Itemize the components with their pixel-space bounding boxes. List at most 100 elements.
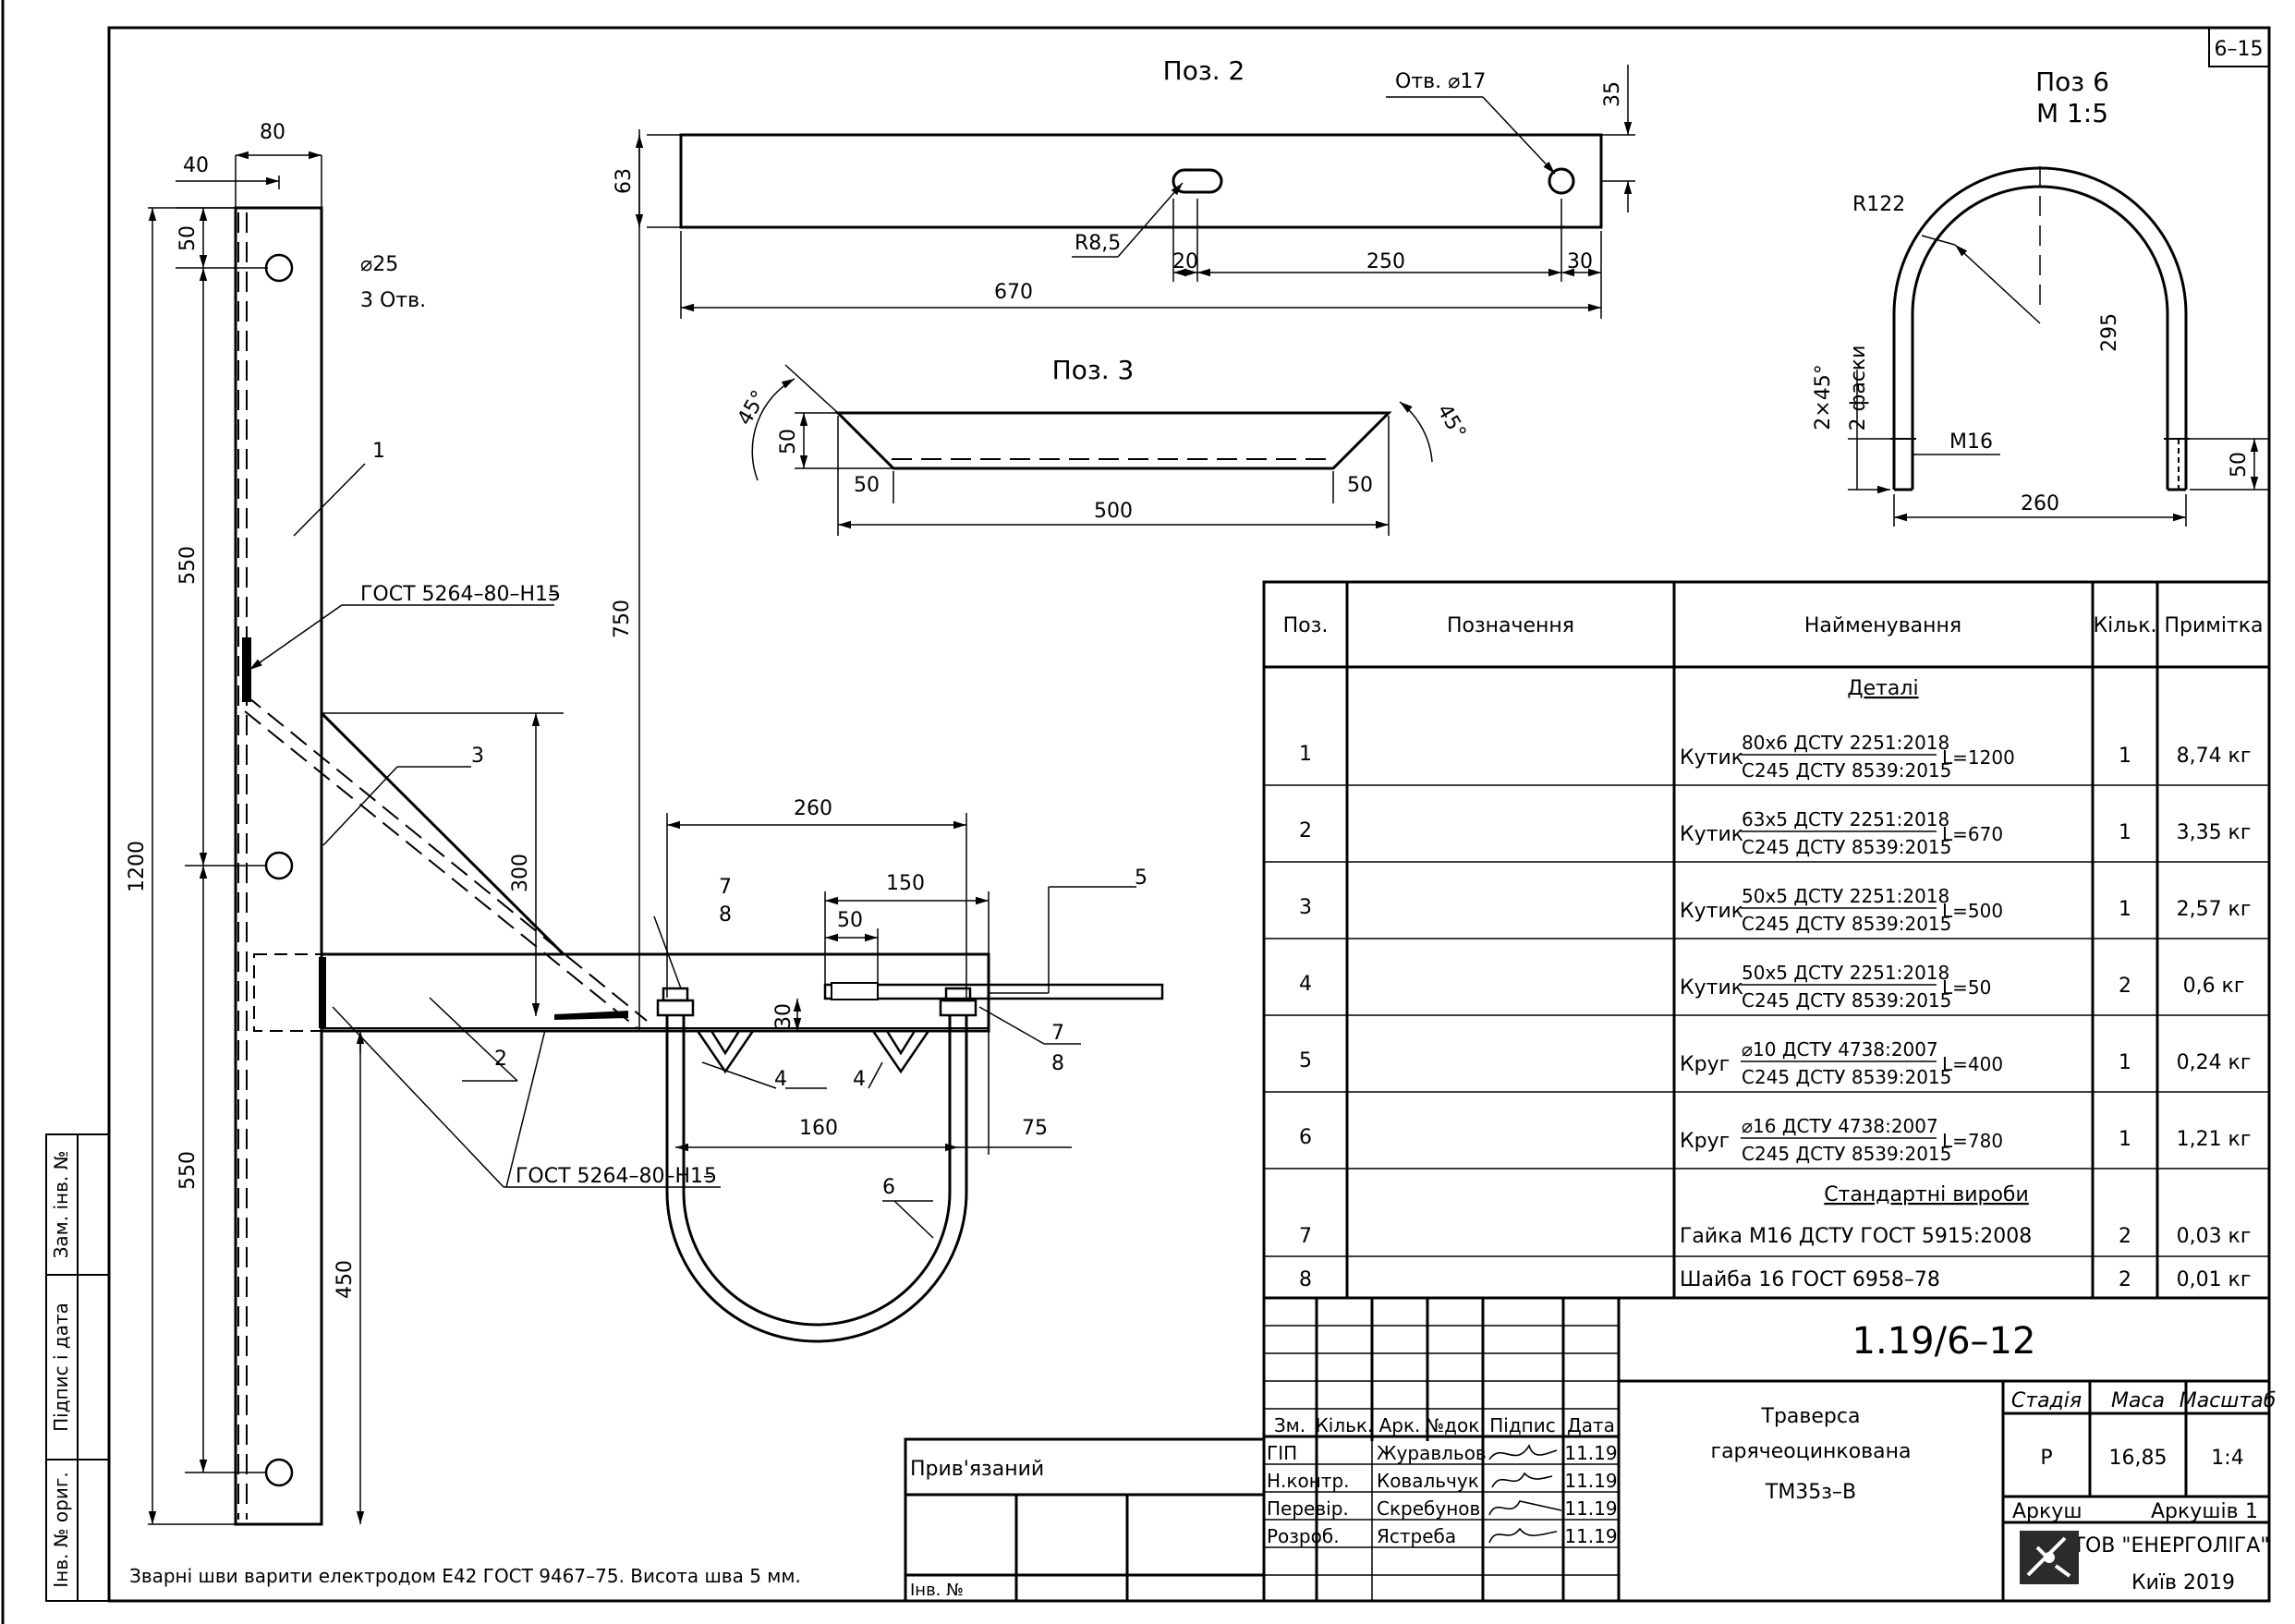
hole-diameter: ⌀25: [360, 253, 398, 276]
tb-person-name: Скребунов: [1377, 1497, 1480, 1520]
spec-header-pos: Поз.: [1283, 614, 1329, 637]
dim-450: 450: [334, 1260, 357, 1299]
dim-160: 160: [799, 1117, 838, 1140]
pos3-dim-50-vert: 50: [777, 429, 800, 454]
spec-row-steel: С245 ДСТУ 8539:2015: [1742, 1143, 1951, 1165]
spec-row-qty: 1: [2119, 898, 2131, 921]
tb-sheets-count: 1: [2245, 1500, 2258, 1523]
side-strip: [45, 1133, 110, 1602]
spec-row-standard: 50х5 ДСТУ 2251:2018: [1742, 885, 1949, 907]
view-pos2: Поз. 2 Отв. ⌀17 35 63 R8,5 20 250 30 670: [613, 55, 1635, 319]
tb-col-sheet: Арк.: [1379, 1414, 1421, 1436]
spec-row-type: Кутик: [1680, 900, 1743, 923]
weld-label-1: ГОСТ 5264–80–Н1–: [360, 583, 558, 606]
pos6-radius: R122: [1852, 193, 1905, 216]
tb-person-date: 11.19: [1564, 1442, 1617, 1464]
spec-row-pos: 4: [1299, 973, 1312, 996]
tb-company: ТОВ "ЕНЕРГОЛІГА": [2072, 1534, 2270, 1557]
company-logo: [2020, 1531, 2079, 1584]
sheet-code-box: [2208, 27, 2270, 67]
spec-section-std: Стандартні вироби: [1824, 1183, 2029, 1206]
pos6-dim-295: 295: [2098, 313, 2121, 352]
pos-label-8b: 8: [1051, 1052, 1064, 1075]
tb-scale-label: Масштаб: [2180, 1389, 2277, 1412]
spec-row-mass: 2,57 кг: [2177, 898, 2252, 921]
spec-row-length: L=670: [1942, 823, 2003, 845]
pos2-dim-250: 250: [1366, 250, 1405, 273]
pos6-chamfer-count: 2 фаски: [1847, 345, 1870, 431]
tb-scale: 1:4: [2211, 1447, 2243, 1470]
signatures: [1488, 1444, 1562, 1544]
tb-sheet-label: Аркуш: [2012, 1500, 2082, 1523]
dim-50-main: 50: [837, 909, 863, 932]
side-label-orig: Інв. № ориг.: [50, 1472, 72, 1587]
footer-note: Зварні шви варити електродом Е42 ГОСТ 94…: [129, 1565, 801, 1587]
weld-label-2-size: 5: [704, 1165, 717, 1188]
holes-count: 3 Отв.: [360, 289, 426, 312]
spec-std-pos: 7: [1299, 1225, 1312, 1248]
tb-mass: 16,85: [2109, 1447, 2168, 1470]
weld-label-1-size: 5: [548, 583, 561, 606]
spec-header-name: Найменування: [1804, 614, 1961, 637]
spec-row-mass: 0,6 кг: [2183, 975, 2245, 998]
spec-row-steel: С245 ДСТУ 8539:2015: [1742, 759, 1951, 782]
spec-row-standard: 63х5 ДСТУ 2251:2018: [1742, 808, 1949, 830]
pos2-dim-30: 30: [1567, 250, 1593, 273]
spec-row-pos: 3: [1299, 896, 1312, 919]
tb-doc-code: 1.19/6–12: [1852, 1320, 2036, 1363]
spec-row-mass: 3,35 кг: [2177, 821, 2252, 844]
pos-label-4a: 4: [774, 1068, 787, 1091]
spec-row-type: Кутик: [1680, 823, 1743, 846]
tb-person-name: Журавльов: [1377, 1442, 1487, 1464]
spec-row-standard: ⌀10 ДСТУ 4738:2007: [1742, 1038, 1938, 1060]
tb-person-date: 11.19: [1564, 1525, 1617, 1547]
dim-260-main: 260: [794, 797, 832, 820]
spec-row-pos: 6: [1299, 1126, 1312, 1149]
pos6-title: Поз 6: [2035, 67, 2109, 97]
spec-row-standard: 80х6 ДСТУ 2251:2018: [1742, 732, 1949, 754]
spec-header-qty: Кільк.: [2093, 614, 2156, 637]
dim-75: 75: [1022, 1117, 1048, 1140]
dim-150: 150: [886, 872, 925, 895]
tb-col-zm: Зм.: [1274, 1414, 1305, 1436]
pos-label-5: 5: [1135, 867, 1148, 890]
pos6-chamfer: 2×45°: [1812, 364, 1835, 430]
spec-row-mass: 8,74 кг: [2177, 745, 2252, 768]
spec-std-name: Шайба 16 ГОСТ 6958–78: [1680, 1268, 1940, 1291]
side-label-zam: Зам. інв. №: [50, 1151, 72, 1259]
pos3-title: Поз. 3: [1052, 355, 1135, 385]
spec-table: Поз. Позначення Найменування Кільк. Прим…: [1262, 580, 2271, 1300]
spec-row-type: Кутик: [1680, 746, 1743, 770]
pos3-dim-500: 500: [1094, 500, 1133, 523]
tb-city: Київ 2019: [2131, 1571, 2235, 1594]
tb-stage: Р: [2040, 1447, 2052, 1470]
spec-row-type: Круг: [1680, 1130, 1730, 1153]
dim-550-upper: 550: [176, 546, 200, 585]
dim-550-lower: 550: [176, 1151, 200, 1190]
tb-col-doc: №док.: [1425, 1414, 1485, 1436]
spec-row-qty: 1: [2119, 1051, 2131, 1074]
tb-name-3: ТМ35з–В: [1765, 1481, 1856, 1504]
tb-name-2: гарячеоцинкована: [1711, 1440, 1912, 1463]
tb-col-qty: Кільк.: [1316, 1414, 1374, 1436]
spec-row-qty: 2: [2119, 975, 2131, 998]
pos6-dim-260: 260: [2021, 492, 2059, 515]
spec-row-qty: 1: [2119, 1128, 2131, 1151]
tb-person-name: Ковальчук: [1377, 1470, 1479, 1492]
tb-col-date: Дата: [1567, 1414, 1615, 1436]
spec-std-mass: 0,01 кг: [2177, 1268, 2252, 1291]
tb-person-date: 11.19: [1564, 1470, 1617, 1492]
pos-label-7b: 7: [1051, 1022, 1064, 1045]
pos2-radius: R8,5: [1075, 232, 1121, 255]
spec-row-standard: ⌀16 ДСТУ 4738:2007: [1742, 1115, 1938, 1137]
pos2-dim-35: 35: [1601, 81, 1624, 107]
spec-row-mass: 0,24 кг: [2177, 1051, 2252, 1074]
pos-label-1: 1: [372, 440, 385, 463]
view-pos6: Поз 6 М 1:5 R122 295 М16 2×45° 2 фаски 5…: [1812, 67, 2268, 527]
dim-50-top: 50: [176, 225, 200, 251]
spec-row-length: L=1200: [1942, 746, 2015, 769]
main-view: 80 40 50 550 1200 550 450 ⌀25 3 Отв. 1 Г…: [126, 121, 1164, 1526]
tb-person-role: Розроб.: [1267, 1525, 1340, 1547]
spec-row-length: L=50: [1942, 976, 1991, 999]
pos2-dim-20: 20: [1172, 250, 1198, 273]
